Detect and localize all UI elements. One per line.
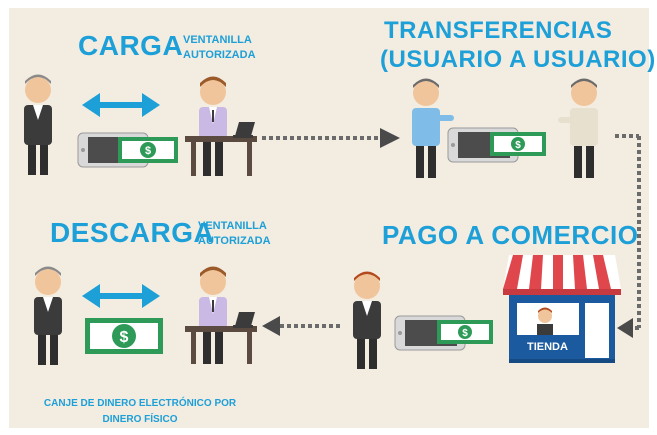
person-icon [353, 271, 381, 369]
pago-title: PAGO A COMERCIO [382, 220, 639, 250]
banknote-icon: $ [437, 320, 493, 344]
person-icon [412, 78, 454, 178]
svg-text:$: $ [515, 140, 521, 151]
transferencias-title-line2: (USUARIO A USUARIO) [380, 46, 656, 73]
store-icon [503, 255, 621, 363]
laptop-icon [233, 312, 255, 328]
descarga-subtitle-line1: VENTANILLA [198, 220, 267, 232]
footnote-line2: DINERO FÍSICO [102, 414, 178, 425]
clerk-icon [185, 76, 257, 176]
laptop-icon [233, 122, 255, 138]
dotted-arrow-icon [262, 316, 340, 336]
dotted-arrow-icon [262, 128, 400, 148]
banknote-icon: $ [85, 318, 163, 354]
person-icon [558, 78, 598, 178]
transferencias-title-line1: TRANSFERENCIAS [384, 17, 613, 44]
double-arrow-icon [82, 93, 160, 117]
footnote-line1: CANJE DE DINERO ELECTRÓNICO POR [43, 398, 237, 409]
store-label: TIENDA [527, 341, 568, 353]
person-icon [34, 266, 62, 365]
clerk-icon [185, 266, 257, 364]
footnote: CANJE DE DINERO ELECTRÓNICO POR DINERO F… [30, 396, 250, 428]
descarga-subtitle-line2: AUTORIZADA [198, 235, 271, 247]
banknote-icon: $ [490, 132, 546, 156]
carga-subtitle: VENTANILLA AUTORIZADA [183, 33, 256, 63]
carga-subtitle-line2: AUTORIZADA [183, 49, 256, 61]
person-icon [24, 74, 52, 175]
descarga-title: DESCARGA [50, 217, 215, 248]
carga-title: CARGA [78, 30, 184, 61]
svg-text:$: $ [145, 145, 151, 157]
dotted-arrow-icon [615, 134, 641, 338]
dollar-icon: $ [120, 329, 129, 346]
svg-text:$: $ [462, 328, 468, 339]
double-arrow-icon [82, 284, 160, 308]
descarga-subtitle: VENTANILLA AUTORIZADA [198, 219, 271, 249]
carga-subtitle-line1: VENTANILLA [183, 34, 252, 46]
banknote-icon: $ [118, 137, 178, 163]
